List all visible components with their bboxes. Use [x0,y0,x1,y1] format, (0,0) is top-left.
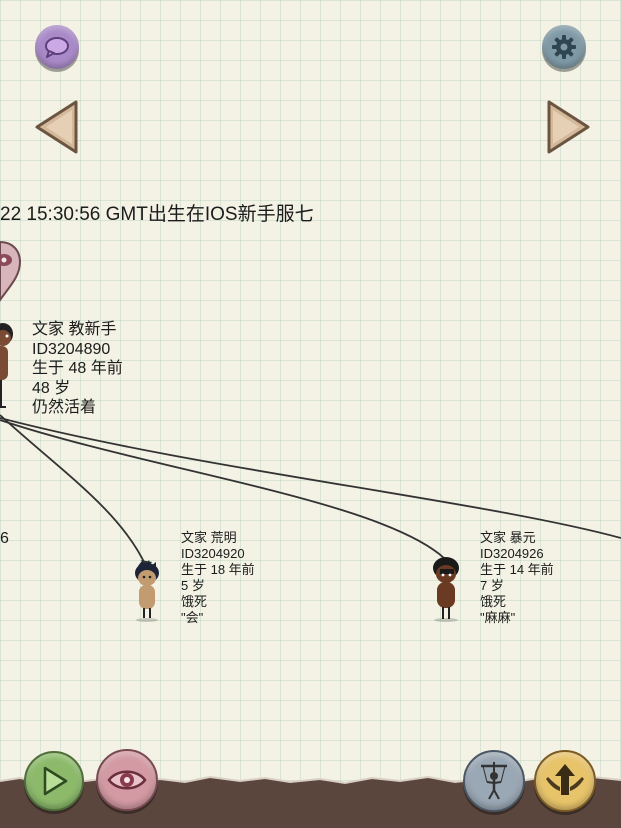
main-person-age: 48 岁 [32,379,71,397]
right-arrow-icon[interactable] [545,100,591,154]
main-person-born: 生于 48 年前 [32,360,123,377]
child-2-id: ID3204926 [480,546,544,561]
child-1-name: 文家 荒明 [181,530,237,545]
child-1-avatar[interactable] [132,560,162,622]
lineage-line-child-1 [0,414,147,567]
side-fragment-text: 6 [0,530,9,547]
puppet-button[interactable] [463,750,525,812]
eye-icon [107,770,147,790]
main-person-avatar[interactable] [0,322,16,414]
eye-button[interactable] [96,749,158,811]
left-arrow-icon[interactable] [34,100,80,154]
ascend-button[interactable] [534,750,596,812]
child-2-name: 文家 暴元 [480,530,536,545]
main-person-id: ID3204890 [32,340,111,358]
lineage-line-child-2 [0,419,445,559]
child-1-last-words: "会" [181,610,204,625]
child-1-id: ID3204920 [181,546,245,561]
child-2-last-words: "麻麻" [480,610,516,625]
child-1-death: 饿死 [181,594,208,609]
chat-button[interactable] [35,25,79,69]
birth-info-text: 22 15:30:56 GMT出生在IOS新手服七 [0,204,314,225]
child-2-info: 文家 暴元 ID3204926 生于 14 年前 7 岁 饿死 "麻麻" [480,530,554,626]
settings-button[interactable] [542,25,586,69]
view-badge-eye-icon[interactable] [0,240,22,302]
child-2-death: 饿死 [480,594,507,609]
play-icon [43,766,68,796]
child-1-age: 5 岁 [181,578,205,593]
play-button[interactable] [24,751,84,811]
main-person-info: 文家 教新手 ID3204890 生于 48 年前 48 岁 仍然活着 [32,320,123,418]
gear-icon [552,35,576,59]
child-1-born: 生于 18 年前 [181,562,255,577]
child-2-avatar[interactable] [430,555,462,623]
child-2-age: 7 岁 [480,578,504,593]
main-person-status: 仍然活着 [32,399,97,416]
chat-bubble-icon [45,37,69,58]
winged-up-arrow-icon [546,764,584,795]
lineage-line-child-3 [0,417,621,539]
main-person-name: 文家 教新手 [32,321,117,338]
ground-strip [0,775,621,828]
child-1-info: 文家 荒明 ID3204920 生于 18 年前 5 岁 饿死 "会" [181,530,255,626]
puppet-icon [481,762,507,800]
child-2-born: 生于 14 年前 [480,562,554,577]
